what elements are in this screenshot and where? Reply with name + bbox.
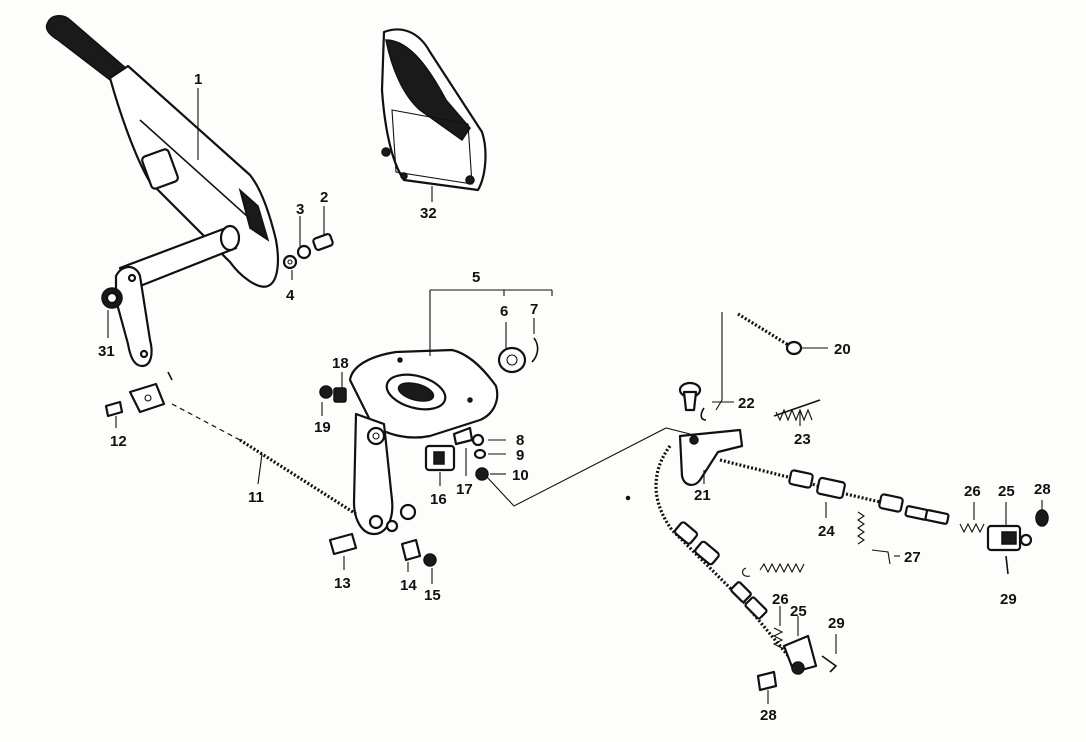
callout-10: 10 (512, 467, 529, 484)
callout-28-lower: 28 (760, 707, 777, 724)
callout-8: 8 (516, 432, 524, 449)
callout-labels: 1 2 3 4 5 6 7 8 9 10 11 12 13 14 15 16 1… (98, 71, 1051, 724)
callout-2: 2 (320, 189, 328, 206)
rear-cable-left (654, 445, 792, 660)
bracket-hardware (319, 385, 489, 481)
leader-lines (107, 88, 1043, 704)
callout-29-right: 29 (1000, 591, 1017, 608)
clevis-lower (756, 627, 838, 692)
callout-5: 5 (472, 269, 480, 286)
callout-31: 31 (98, 343, 115, 360)
clevis-right (959, 509, 1049, 575)
callout-27: 27 (904, 549, 921, 566)
callout-24: 24 (818, 523, 835, 540)
callout-18: 18 (332, 355, 349, 372)
callout-3: 3 (296, 201, 304, 218)
callout-25-lower: 25 (790, 603, 807, 620)
equalizer (678, 428, 744, 486)
callout-29-lower: 29 (828, 615, 845, 632)
callout-9: 9 (516, 447, 524, 464)
adjusting-rod (715, 312, 803, 411)
callout-1: 1 (194, 71, 202, 88)
callout-19: 19 (314, 419, 331, 436)
callout-4: 4 (286, 287, 295, 304)
callout-6: 6 (500, 303, 508, 320)
callout-20: 20 (834, 341, 851, 358)
callout-14: 14 (400, 577, 417, 594)
callout-11: 11 (248, 489, 264, 506)
return-spring-2 (759, 562, 805, 574)
callout-13: 13 (334, 575, 351, 592)
callout-22: 22 (738, 395, 755, 412)
callout-12: 12 (110, 433, 127, 450)
lever-bracket (348, 348, 499, 536)
callout-17: 17 (456, 481, 473, 498)
lever-boot (380, 28, 487, 192)
brake-rod (104, 371, 357, 516)
callout-21: 21 (694, 487, 711, 504)
callout-26-right: 26 (964, 483, 981, 500)
callout-15: 15 (424, 587, 441, 604)
callout-32: 32 (420, 205, 437, 222)
callout-16: 16 (430, 491, 447, 508)
callout-28-right: 28 (1034, 481, 1051, 498)
pin-and-nut (328, 532, 437, 567)
spring (773, 399, 821, 417)
callout-26-lower: 26 (772, 591, 789, 608)
grommet (497, 346, 527, 374)
callout-7: 7 (530, 301, 538, 318)
clip (531, 337, 539, 363)
cable-fittings (673, 469, 950, 620)
hand-brake-lever (45, 15, 279, 368)
callout-23: 23 (794, 431, 811, 448)
equalizer-pin (678, 381, 707, 421)
return-spring (857, 511, 865, 545)
callout-25-right: 25 (998, 483, 1015, 500)
bolt-and-washers (282, 233, 334, 270)
